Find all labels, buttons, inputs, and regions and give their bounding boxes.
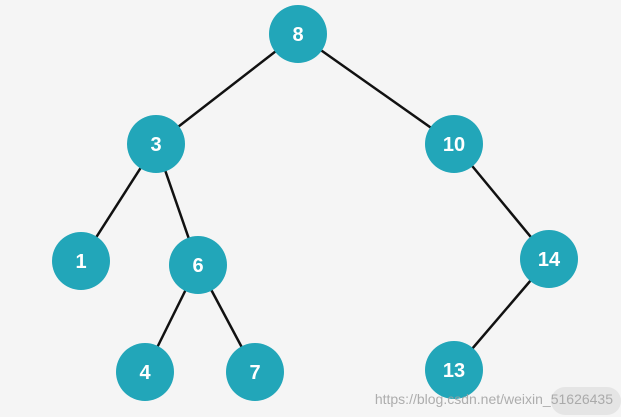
node-label: 10 [443,134,465,156]
node-label: 6 [192,255,203,277]
edge-n8-n3 [155,33,299,145]
node-label: 13 [443,360,465,382]
node-circle [269,5,327,63]
tree-node-8: 8 [269,5,327,63]
node-label: 8 [292,24,303,46]
node-circle [425,115,483,173]
tree-node-7: 7 [226,343,284,401]
tree-nodes: 8 3 10 1 6 14 4 7 13 [52,5,578,401]
node-circle [226,343,284,401]
node-circle [116,343,174,401]
node-label: 4 [139,362,151,384]
node-circle [127,115,185,173]
tree-node-14: 14 [520,230,578,288]
watermark-text: https://blog.csdn.net/weixin_51626435 [374,391,613,407]
tree-edges [79,32,550,373]
tree-node-4: 4 [116,343,174,401]
tree-node-13: 13 [425,341,483,399]
node-circle [52,232,110,290]
node-circle [520,230,578,288]
tree-node-3: 3 [127,115,185,173]
node-label: 14 [538,249,561,271]
node-label: 3 [150,134,161,156]
node-circle [425,341,483,399]
edge-n8-n10 [297,32,455,146]
tree-node-1: 1 [52,232,110,290]
watermark-badge [551,387,621,415]
node-circle [169,236,227,294]
node-label: 1 [75,251,86,273]
tree-node-10: 10 [425,115,483,173]
tree-node-6: 6 [169,236,227,294]
node-label: 7 [249,362,260,384]
